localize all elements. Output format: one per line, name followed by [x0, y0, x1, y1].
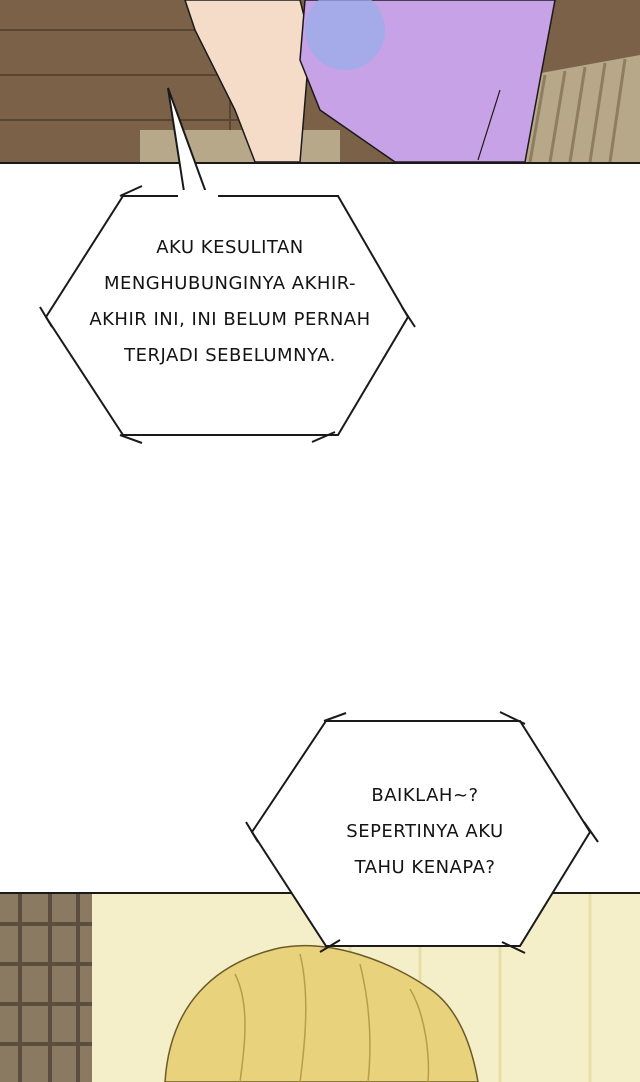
plaid-lines	[0, 894, 92, 1082]
hexagon-bubble-shape-2	[245, 711, 599, 954]
bubble-2-line-2: SEPERTINYA AKU	[346, 821, 504, 842]
corner-marks-2	[245, 711, 599, 954]
bubble-2-line-1: BAIKLAH~?	[371, 785, 479, 806]
bubble-2-text: BAIKLAH~? SEPERTINYA AKU TAHU KENAPA?	[240, 778, 610, 886]
top-comic-panel	[0, 0, 640, 164]
hair-strands	[234, 953, 430, 1082]
bubble-1-line-1: AKU KESULITAN	[156, 237, 304, 258]
corner-marks	[39, 185, 416, 444]
bubble-1-line-3: AKHIR INI, INI BELUM PERNAH	[89, 309, 371, 330]
top-panel-art	[0, 0, 640, 162]
speech-bubble-2: BAIKLAH~? SEPERTINYA AKU TAHU KENAPA?	[240, 710, 610, 960]
hexagon-bubble-shape	[39, 87, 416, 444]
shirt-print	[305, 0, 385, 70]
bubble-1-line-2: MENGHUBUNGINYA AKHIR-	[103, 273, 357, 294]
bubble-2-line-3: TAHU KENAPA?	[354, 857, 496, 878]
shirt-fold	[477, 89, 501, 161]
sofa-stripes	[528, 58, 627, 162]
bubble-1-text: AKU KESULITAN MENGHUBUNGINYA AKHIR- AKHI…	[30, 230, 430, 374]
speech-bubble-1: AKU KESULITAN MENGHUBUNGINYA AKHIR- AKHI…	[30, 80, 430, 460]
sofa-right	[520, 55, 640, 162]
bubble-tail	[167, 87, 210, 199]
arm	[184, 0, 311, 162]
bubble-1-line-4: TERJADI SEBELUMNYA.	[124, 345, 336, 366]
tail-gap	[178, 190, 218, 200]
sofa-left	[140, 130, 340, 162]
